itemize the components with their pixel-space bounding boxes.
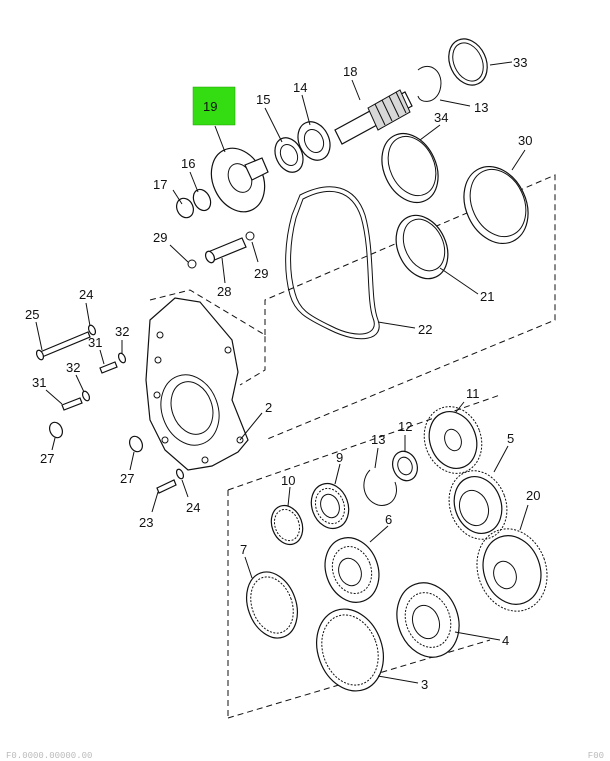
part-19-flange[interactable] — [201, 140, 274, 221]
part-13-clip-top[interactable] — [417, 65, 442, 102]
callout-labels: 33 18 13 15 14 34 30 16 17 29 29 28 21 2… — [25, 55, 540, 692]
part-28-pin[interactable] — [204, 237, 247, 264]
callout-9[interactable]: 9 — [336, 450, 343, 465]
part-23-bolt[interactable] — [156, 479, 177, 494]
callout-24[interactable]: 24 — [79, 287, 93, 302]
part-30-ring[interactable] — [452, 156, 540, 254]
callout-13[interactable]: 13 — [474, 100, 488, 115]
callout-31[interactable]: 31 — [32, 375, 46, 390]
callout-7[interactable]: 7 — [240, 542, 247, 557]
callout-33[interactable]: 33 — [513, 55, 527, 70]
callout-2[interactable]: 2 — [265, 400, 272, 415]
callout-11[interactable]: 11 — [466, 386, 480, 401]
part-12-bushing[interactable] — [389, 448, 422, 484]
callout-25[interactable]: 25 — [25, 307, 39, 322]
part-31-bolt-lower[interactable] — [61, 397, 83, 411]
callout-29[interactable]: 29 — [153, 230, 167, 245]
callout-14[interactable]: 14 — [293, 80, 307, 95]
part-5-gear[interactable] — [440, 463, 517, 548]
highlight-box-19[interactable] — [192, 86, 236, 126]
part-14-bearing[interactable] — [292, 117, 336, 166]
callout-32[interactable]: 32 — [115, 324, 129, 339]
callout-27[interactable]: 27 — [40, 451, 54, 466]
footer-code-right: F00 — [587, 751, 604, 761]
leader-lines — [35, 61, 529, 684]
callout-32[interactable]: 32 — [66, 360, 80, 375]
callout-18[interactable]: 18 — [343, 64, 357, 79]
callout-20[interactable]: 20 — [526, 488, 540, 503]
footer-code-left: F0.0000.00000.00 — [6, 751, 93, 761]
callout-4[interactable]: 4 — [502, 633, 509, 648]
part-34-ring[interactable] — [371, 124, 449, 211]
part-22-gasket[interactable] — [285, 186, 380, 340]
upper-group-boundary — [149, 174, 556, 441]
callout-10[interactable]: 10 — [281, 473, 295, 488]
callout-34[interactable]: 34 — [434, 110, 448, 125]
callout-29[interactable]: 29 — [254, 266, 268, 281]
part-3-ring[interactable] — [306, 600, 395, 701]
part-27-plug-right[interactable] — [127, 434, 145, 454]
part-9-bearing[interactable] — [305, 478, 355, 534]
part-6-bearing[interactable] — [316, 530, 387, 610]
callout-5[interactable]: 5 — [507, 431, 514, 446]
part-31-bolt-upper[interactable] — [99, 361, 118, 374]
part-29-clip-a[interactable] — [187, 259, 197, 269]
part-17-nut[interactable] — [174, 196, 197, 221]
part-10-ring[interactable] — [266, 501, 308, 549]
callout-19[interactable]: 19 — [203, 99, 217, 114]
part-33-ring[interactable] — [442, 33, 495, 92]
lower-group-boundary — [227, 394, 501, 719]
part-21-ring[interactable] — [386, 207, 457, 287]
part-11-gear[interactable] — [415, 398, 491, 481]
callout-27[interactable]: 27 — [120, 471, 134, 486]
part-32-washer-upper[interactable] — [117, 352, 127, 364]
part-2-housing-cover[interactable] — [145, 297, 249, 471]
part-20-gear[interactable] — [466, 519, 559, 621]
callout-24[interactable]: 24 — [186, 500, 200, 515]
part-4-bearing[interactable] — [387, 574, 469, 666]
callout-21[interactable]: 21 — [480, 289, 494, 304]
callout-17[interactable]: 17 — [153, 177, 167, 192]
part-29-clip-b[interactable] — [245, 231, 255, 241]
callout-22[interactable]: 22 — [418, 322, 432, 337]
part-13-clip-bottom[interactable] — [363, 469, 397, 506]
callout-15[interactable]: 15 — [256, 92, 270, 107]
callout-31[interactable]: 31 — [88, 335, 102, 350]
part-25-long-bolt[interactable] — [35, 331, 91, 361]
part-32-washer-lower[interactable] — [81, 390, 91, 402]
callout-23[interactable]: 23 — [139, 515, 153, 530]
part-27-plug-left[interactable] — [47, 420, 65, 440]
callout-6[interactable]: 6 — [385, 512, 392, 527]
callout-3[interactable]: 3 — [421, 677, 428, 692]
part-15-seal[interactable] — [270, 133, 309, 177]
callout-30[interactable]: 30 — [518, 133, 532, 148]
callout-28[interactable]: 28 — [217, 284, 231, 299]
callout-13[interactable]: 13 — [371, 432, 385, 447]
part-7-ring[interactable] — [238, 565, 306, 645]
callout-16[interactable]: 16 — [181, 156, 195, 171]
part-18-shaft[interactable] — [334, 89, 413, 145]
callout-12[interactable]: 12 — [398, 419, 412, 434]
part-24-washer-bottom[interactable] — [175, 468, 185, 480]
